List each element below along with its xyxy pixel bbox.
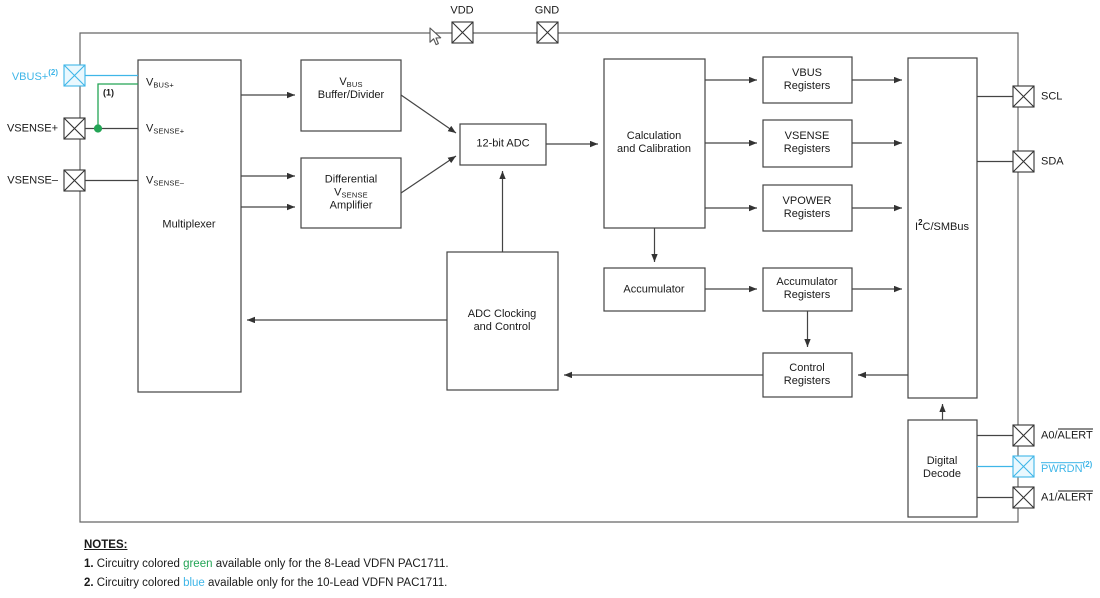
block-digital-decode bbox=[907, 419, 978, 518]
label-block-differential-vsense-amplifier: Differential VSENSE Amplifier bbox=[324, 173, 378, 212]
label-pin-a0-alert: A0/ALERT bbox=[1041, 428, 1093, 442]
wire-amp-to-adc bbox=[400, 155, 457, 194]
note-item-1: 1. Circuitry colored green available onl… bbox=[84, 558, 449, 570]
pin-a1-alert bbox=[1012, 486, 1035, 509]
label-block-accumulator: Accumulator bbox=[623, 283, 685, 296]
pin-scl bbox=[1012, 85, 1035, 108]
pin-pwrdn bbox=[1012, 455, 1035, 478]
wire-green-option bbox=[93, 83, 138, 133]
pin-vsense-minus bbox=[63, 169, 86, 192]
label-pin-gnd: GND bbox=[534, 4, 560, 17]
pin-vsense-plus bbox=[63, 117, 86, 140]
label-block-multiplexer: Multiplexer bbox=[162, 218, 216, 231]
label-block-digital-decode: Digital Decode bbox=[923, 455, 961, 480]
block-accumulator bbox=[603, 267, 706, 312]
label-block-adc-clocking-and-control: ADC Clocking and Control bbox=[467, 308, 537, 333]
label-pin-vsense-minus: VSENSE– bbox=[7, 174, 58, 187]
wire-vbus-buffer-to-adc bbox=[400, 94, 457, 134]
label-block-adc: 12-bit ADC bbox=[476, 137, 530, 150]
label-block-vsense-registers: VSENSE Registers bbox=[783, 130, 831, 155]
label-green-note: (1) bbox=[103, 87, 114, 98]
label-block-accumulator-registers: Accumulator Registers bbox=[776, 276, 838, 301]
mouse-cursor bbox=[429, 27, 442, 46]
label-block-vbus-buffer-divider: VBUS Buffer/Divider bbox=[317, 76, 385, 101]
notes-header: NOTES: bbox=[84, 539, 128, 551]
block-differential-vsense-amplifier bbox=[300, 157, 402, 229]
label-block-control-registers: Control Registers bbox=[783, 362, 831, 387]
label-block-i2c-smbus: I2C/SMBus bbox=[915, 218, 969, 233]
block-vsense-registers bbox=[762, 119, 853, 168]
chip-boundary bbox=[79, 32, 1019, 523]
label-pin-sda: SDA bbox=[1041, 155, 1064, 168]
block-i2c-smbus bbox=[907, 57, 978, 399]
pin-sda bbox=[1012, 150, 1035, 173]
block-multiplexer bbox=[137, 59, 242, 393]
label-block-calculation-and-calibration: Calculation and Calibration bbox=[617, 130, 691, 155]
block-vpower-registers bbox=[762, 184, 853, 232]
block-adc-clocking-and-control bbox=[446, 251, 559, 391]
label-mux-vsense-minus: VSENSE– bbox=[146, 174, 185, 188]
pin-a0-alert bbox=[1012, 424, 1035, 447]
label-pin-scl: SCL bbox=[1041, 90, 1063, 103]
label-pin-a1-alert: A1/ALERT bbox=[1041, 490, 1093, 504]
pin-vbus-plus bbox=[63, 64, 86, 87]
label-mux-vsense-plus: VSENSE+ bbox=[146, 122, 185, 136]
label-block-vbus-registers: VBUS Registers bbox=[783, 67, 831, 92]
label-mux-vbus-plus: VBUS+ bbox=[146, 76, 174, 90]
label-block-vpower-registers: VPOWER Registers bbox=[782, 195, 832, 220]
label-pin-vdd: VDD bbox=[450, 4, 474, 17]
pin-gnd bbox=[536, 21, 559, 44]
note-item-2: 2. Circuitry colored blue available only… bbox=[84, 577, 448, 589]
notes-section: NOTES: 1. Circuitry colored green availa… bbox=[84, 536, 449, 593]
label-pin-pwrdn: PWRDN(2) bbox=[1041, 460, 1093, 475]
block-control-registers bbox=[762, 352, 853, 398]
block-accumulator-registers bbox=[762, 267, 853, 312]
pin-vdd bbox=[451, 21, 474, 44]
label-pin-vbus-plus: VBUS+(2) bbox=[11, 68, 58, 83]
label-pin-vsense-plus: VSENSE+ bbox=[6, 122, 58, 135]
